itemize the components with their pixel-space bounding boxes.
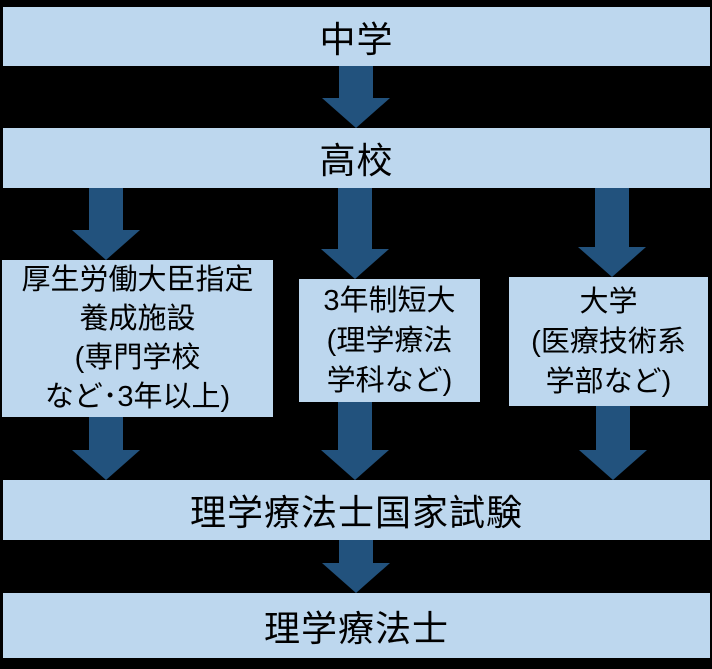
arrow-down-icon	[72, 230, 140, 260]
arrow-down-icon	[322, 98, 390, 128]
arrow-high-school-to-university	[578, 188, 646, 277]
node-junior-college-line: 3年制短大	[323, 284, 456, 317]
node-physical-therapist: 理学療法士	[3, 593, 710, 658]
arrow-junior-college-to-exam	[321, 402, 389, 480]
node-junior-college-line: (理学療法	[326, 324, 453, 357]
node-training-facility: 厚生労働大臣指定 養成施設 (専門学校 など･3年以上)	[2, 260, 273, 417]
arrow-shaft	[595, 188, 629, 247]
node-university: 大学 (医療技術系 学部など)	[509, 277, 708, 406]
node-training-facility-line: (専門学校	[74, 341, 201, 374]
arrow-down-icon	[321, 450, 389, 480]
node-physical-therapist-label: 理学療法士	[263, 607, 449, 649]
node-university-line: (医療技術系	[531, 325, 686, 358]
node-training-facility-line: 厚生労働大臣指定	[21, 263, 254, 296]
arrow-high-school-to-junior-college	[321, 188, 389, 279]
arrow-high-school-to-training-facility	[72, 188, 140, 260]
arrow-shaft	[338, 188, 372, 249]
arrow-shaft	[338, 402, 372, 450]
node-university-line: 学部など)	[545, 365, 672, 398]
node-training-facility-line: 養成施設	[79, 302, 196, 335]
arrow-shaft	[339, 540, 373, 563]
arrow-university-to-exam	[579, 406, 647, 480]
arrow-shaft	[89, 188, 123, 230]
arrow-down-icon	[322, 563, 390, 593]
node-junior-college-line: 学科など)	[326, 364, 453, 397]
node-high-school-label: 高校	[319, 140, 394, 181]
node-national-exam-label: 理学療法士国家試験	[189, 492, 523, 533]
node-junior-college: 3年制短大 (理学療法 学科など)	[299, 279, 480, 402]
arrow-training-facility-to-exam	[72, 417, 140, 480]
arrow-down-icon	[579, 450, 647, 480]
node-training-facility-line: など･3年以上)	[44, 380, 231, 413]
arrow-shaft	[339, 66, 373, 98]
arrow-shaft	[596, 406, 630, 450]
node-middle-school-label: 中学	[319, 18, 394, 60]
arrow-middle-school-to-high-school	[322, 66, 390, 128]
arrow-exam-to-physical-therapist	[322, 540, 390, 593]
arrow-down-icon	[72, 450, 140, 480]
arrow-shaft	[89, 417, 123, 450]
arrow-down-icon	[578, 247, 646, 277]
node-university-line: 大学	[579, 285, 638, 318]
node-national-exam: 理学療法士国家試験	[3, 480, 710, 540]
node-middle-school: 中学	[3, 7, 710, 66]
node-high-school: 高校	[3, 128, 710, 188]
arrow-down-icon	[321, 249, 389, 279]
